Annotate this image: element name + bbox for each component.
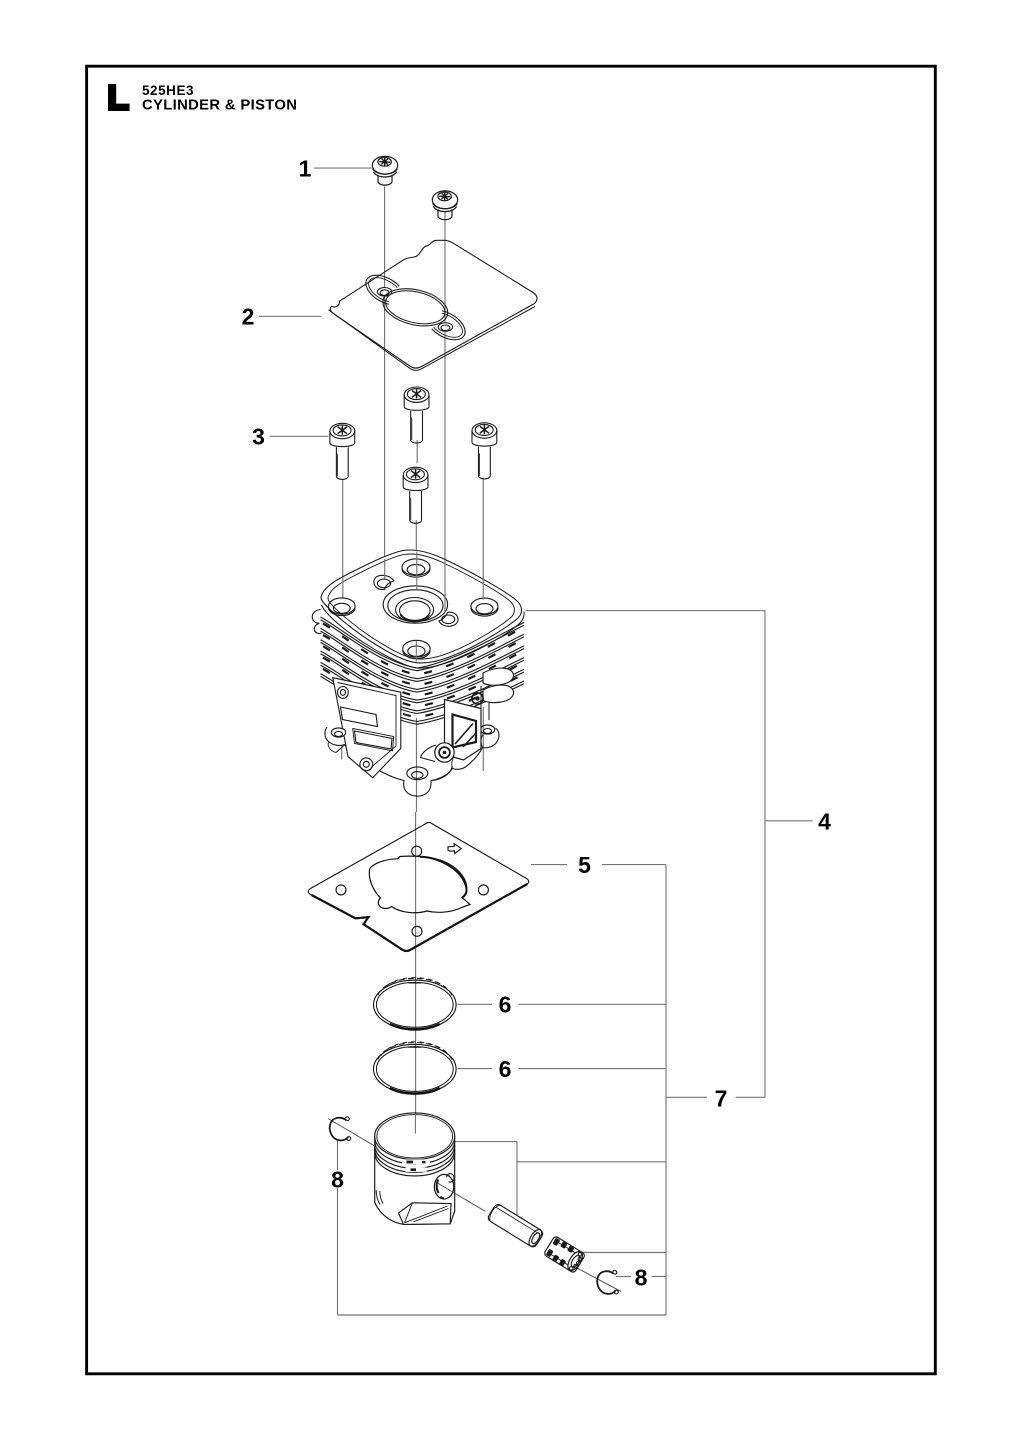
svg-text:2: 2 <box>242 304 255 330</box>
svg-text:4: 4 <box>818 809 831 835</box>
svg-text:6: 6 <box>499 1056 512 1082</box>
svg-text:8: 8 <box>331 1167 344 1193</box>
svg-text:8: 8 <box>635 1265 648 1291</box>
svg-text:525HE3: 525HE3 <box>142 83 194 98</box>
svg-text:7: 7 <box>715 1086 728 1112</box>
svg-text:6: 6 <box>499 992 512 1018</box>
svg-text:1: 1 <box>299 156 312 182</box>
svg-text:3: 3 <box>252 424 265 450</box>
svg-text:CYLINDER & PISTON: CYLINDER & PISTON <box>142 98 297 114</box>
svg-text:5: 5 <box>578 852 591 878</box>
